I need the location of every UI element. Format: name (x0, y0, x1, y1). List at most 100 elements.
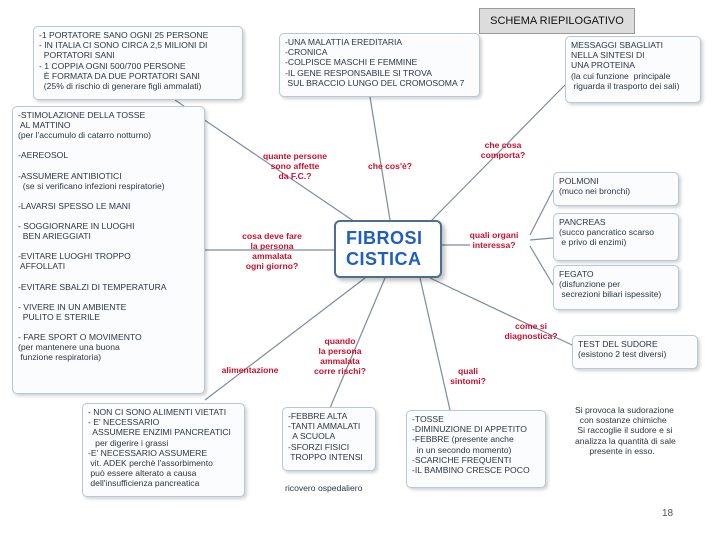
text-line: -IL GENE RESPONSABILE SI TROVA (285, 67, 432, 78)
link-sintomi (419, 277, 451, 411)
text-line: - E' NECESSARIO (88, 417, 160, 428)
text-line: -SCARICHE FREQUENTI (412, 454, 512, 465)
text-line: Si provoca la sudorazione (575, 405, 674, 415)
label-alimentazione: alimentazione (210, 365, 290, 375)
box-consigli: -STIMOLAZIONE DELLA TOSSE AL MATTINO(per… (12, 106, 205, 394)
text-line: (se si verificano infezioni respiratorie… (18, 180, 165, 191)
text-line: analizza la quantità di sale (575, 435, 676, 446)
text-line: ricovero ospedaliero (285, 483, 363, 493)
text-line: SUL BRACCIO LUNGO DEL CROMOSOMA 7 (285, 77, 465, 88)
text-line: presente in esso. (575, 445, 655, 456)
text-line: TROPPO INTENSI (288, 451, 363, 462)
text-line: in un secondo momento) (412, 444, 512, 455)
text-line: -CRONICA (285, 47, 328, 58)
link-malattia (369, 96, 391, 221)
text-line: -DIMINUZIONE DI APPETITO (412, 424, 527, 435)
text-line: -E' NECESSARIO ASSUMERE (88, 447, 208, 458)
text-line: - FARE SPORT O MOVIMENTO (18, 332, 142, 343)
text-line: (25% di rischio di generare figli ammala… (39, 81, 202, 92)
text-line: sintomi? (450, 376, 486, 386)
text-line: - IN ITALIA CI SONO CIRCA 2,5 MILIONI DI (39, 40, 208, 51)
box-polmoni: POLMONI(muco nei bronchi) (553, 172, 679, 206)
text-line: - SOGGIORNARE IN LUOGHI (18, 221, 135, 232)
text-line: FEGATO (559, 269, 594, 279)
text-line: interessa? (472, 240, 516, 250)
text-line: ammalata (252, 251, 292, 261)
text-line: che cos'è? (367, 161, 413, 171)
text-line: -FEBBRE (presente anche (412, 434, 514, 445)
center-line-1: FIBROSI (346, 228, 423, 248)
text-line: ogni giorno? (245, 261, 299, 271)
box-malattia: -UNA MALATTIA EREDITARIA-CRONICA-COLPISC… (279, 33, 480, 97)
text-line: (disfunzione per (559, 279, 621, 290)
label-che-cos-e: che cos'è? (355, 161, 425, 171)
box-test-sudore: TEST DEL SUDORE(esistono 2 test diversi) (572, 335, 698, 369)
text-line (18, 292, 199, 302)
text-line: AL MATTINO (18, 120, 71, 131)
text-line: e privo di enzimi) (559, 237, 627, 248)
text-line: (muco nei bronchi) (559, 186, 631, 197)
text-line: quante persone (263, 151, 327, 161)
text-line: È FORMATA DA DUE PORTATORI SANI (39, 70, 200, 81)
link-alimenti (204, 277, 366, 401)
text-line: PANCREAS (559, 217, 606, 227)
text-line: (per l'accumulo di catarro notturno) (18, 130, 151, 141)
text-line: corre rischi? (313, 366, 367, 376)
text-line: -COLPISCE MASCHI E FEMMINE (285, 57, 418, 68)
text-line: da F.C.? (278, 171, 312, 181)
link-portatori (174, 99, 356, 223)
text-line: MESSAGGI SBAGLIATI (571, 40, 664, 50)
text-line: la persona (250, 241, 294, 251)
text-line: - NON CI SONO ALIMENTI VIETATI (88, 407, 227, 417)
text-line: (esistono 2 test diversi) (578, 349, 667, 360)
link-polmoni (529, 189, 554, 236)
box-alimenti: - NON CI SONO ALIMENTI VIETATI- E' NECES… (82, 403, 245, 497)
text-line (18, 211, 199, 221)
box-portatori: -1 PORTATORE SANO OGNI 25 PERSONE- IN IT… (33, 26, 243, 100)
text-line: UNA PROTEINA (571, 60, 635, 71)
text-line: (per mantenere una buona (18, 342, 120, 353)
text-line: diagnostica? (504, 331, 558, 341)
text-line: quando (324, 336, 356, 346)
text-line: può essere alterato a causa (88, 468, 197, 479)
text-line: cosa deve fare (242, 231, 302, 241)
text-line: BEN ARIEGGIATI (18, 231, 91, 242)
link-pancreas (529, 237, 554, 241)
box-pancreas: PANCREAS(succo pancratico scarso e privo… (553, 213, 679, 261)
text-line: dell'insufficienza pancreatica (88, 478, 200, 489)
text-line: -AEREOSOL (18, 150, 69, 161)
text-line: A SCUOLA (288, 431, 336, 442)
text-line: -TOSSE (412, 414, 444, 424)
text-line: riguarda il trasporto dei sali) (571, 80, 680, 91)
text-line: (la cui funzione principale (571, 70, 671, 81)
text-line: con sostanze chimiche (575, 415, 667, 426)
text-line: -SFORZI FISICI (288, 441, 350, 452)
text-line: che cosa (484, 140, 522, 150)
text-line: alimentazione (221, 365, 279, 375)
text-line: sono affette (270, 161, 320, 171)
text-line: - 1 COPPIA OGNI 500/700 PERSONE (39, 60, 186, 71)
text-line: quali (457, 366, 479, 376)
link-rischi (329, 277, 386, 409)
text-line: PULITO E STERILE (18, 311, 100, 322)
text-line: -1 PORTATORE SANO OGNI 25 PERSONE (39, 30, 209, 40)
link-messaggi (429, 84, 566, 223)
text-line: quali organi (469, 230, 519, 240)
text-line: -UNA MALATTIA EREDITARIA (285, 37, 403, 47)
text-line: (succo pancratico scarso (559, 227, 655, 238)
text-line: -IL BAMBINO CRESCE POCO (412, 465, 530, 476)
text-line: ASSUMERE ENZIMI PANCREATICI (88, 427, 231, 438)
text-line (18, 241, 199, 251)
text-line: -ASSUMERE ANTIBIOTICI (18, 170, 122, 181)
text-line: -EVITARE LUOGHI TROPPO (18, 251, 131, 262)
text-line: secrezioni biliari ispessite) (559, 289, 662, 300)
box-fegato: FEGATO(disfunzione per secrezioni biliar… (553, 265, 679, 310)
text-line: la persona (318, 346, 362, 356)
